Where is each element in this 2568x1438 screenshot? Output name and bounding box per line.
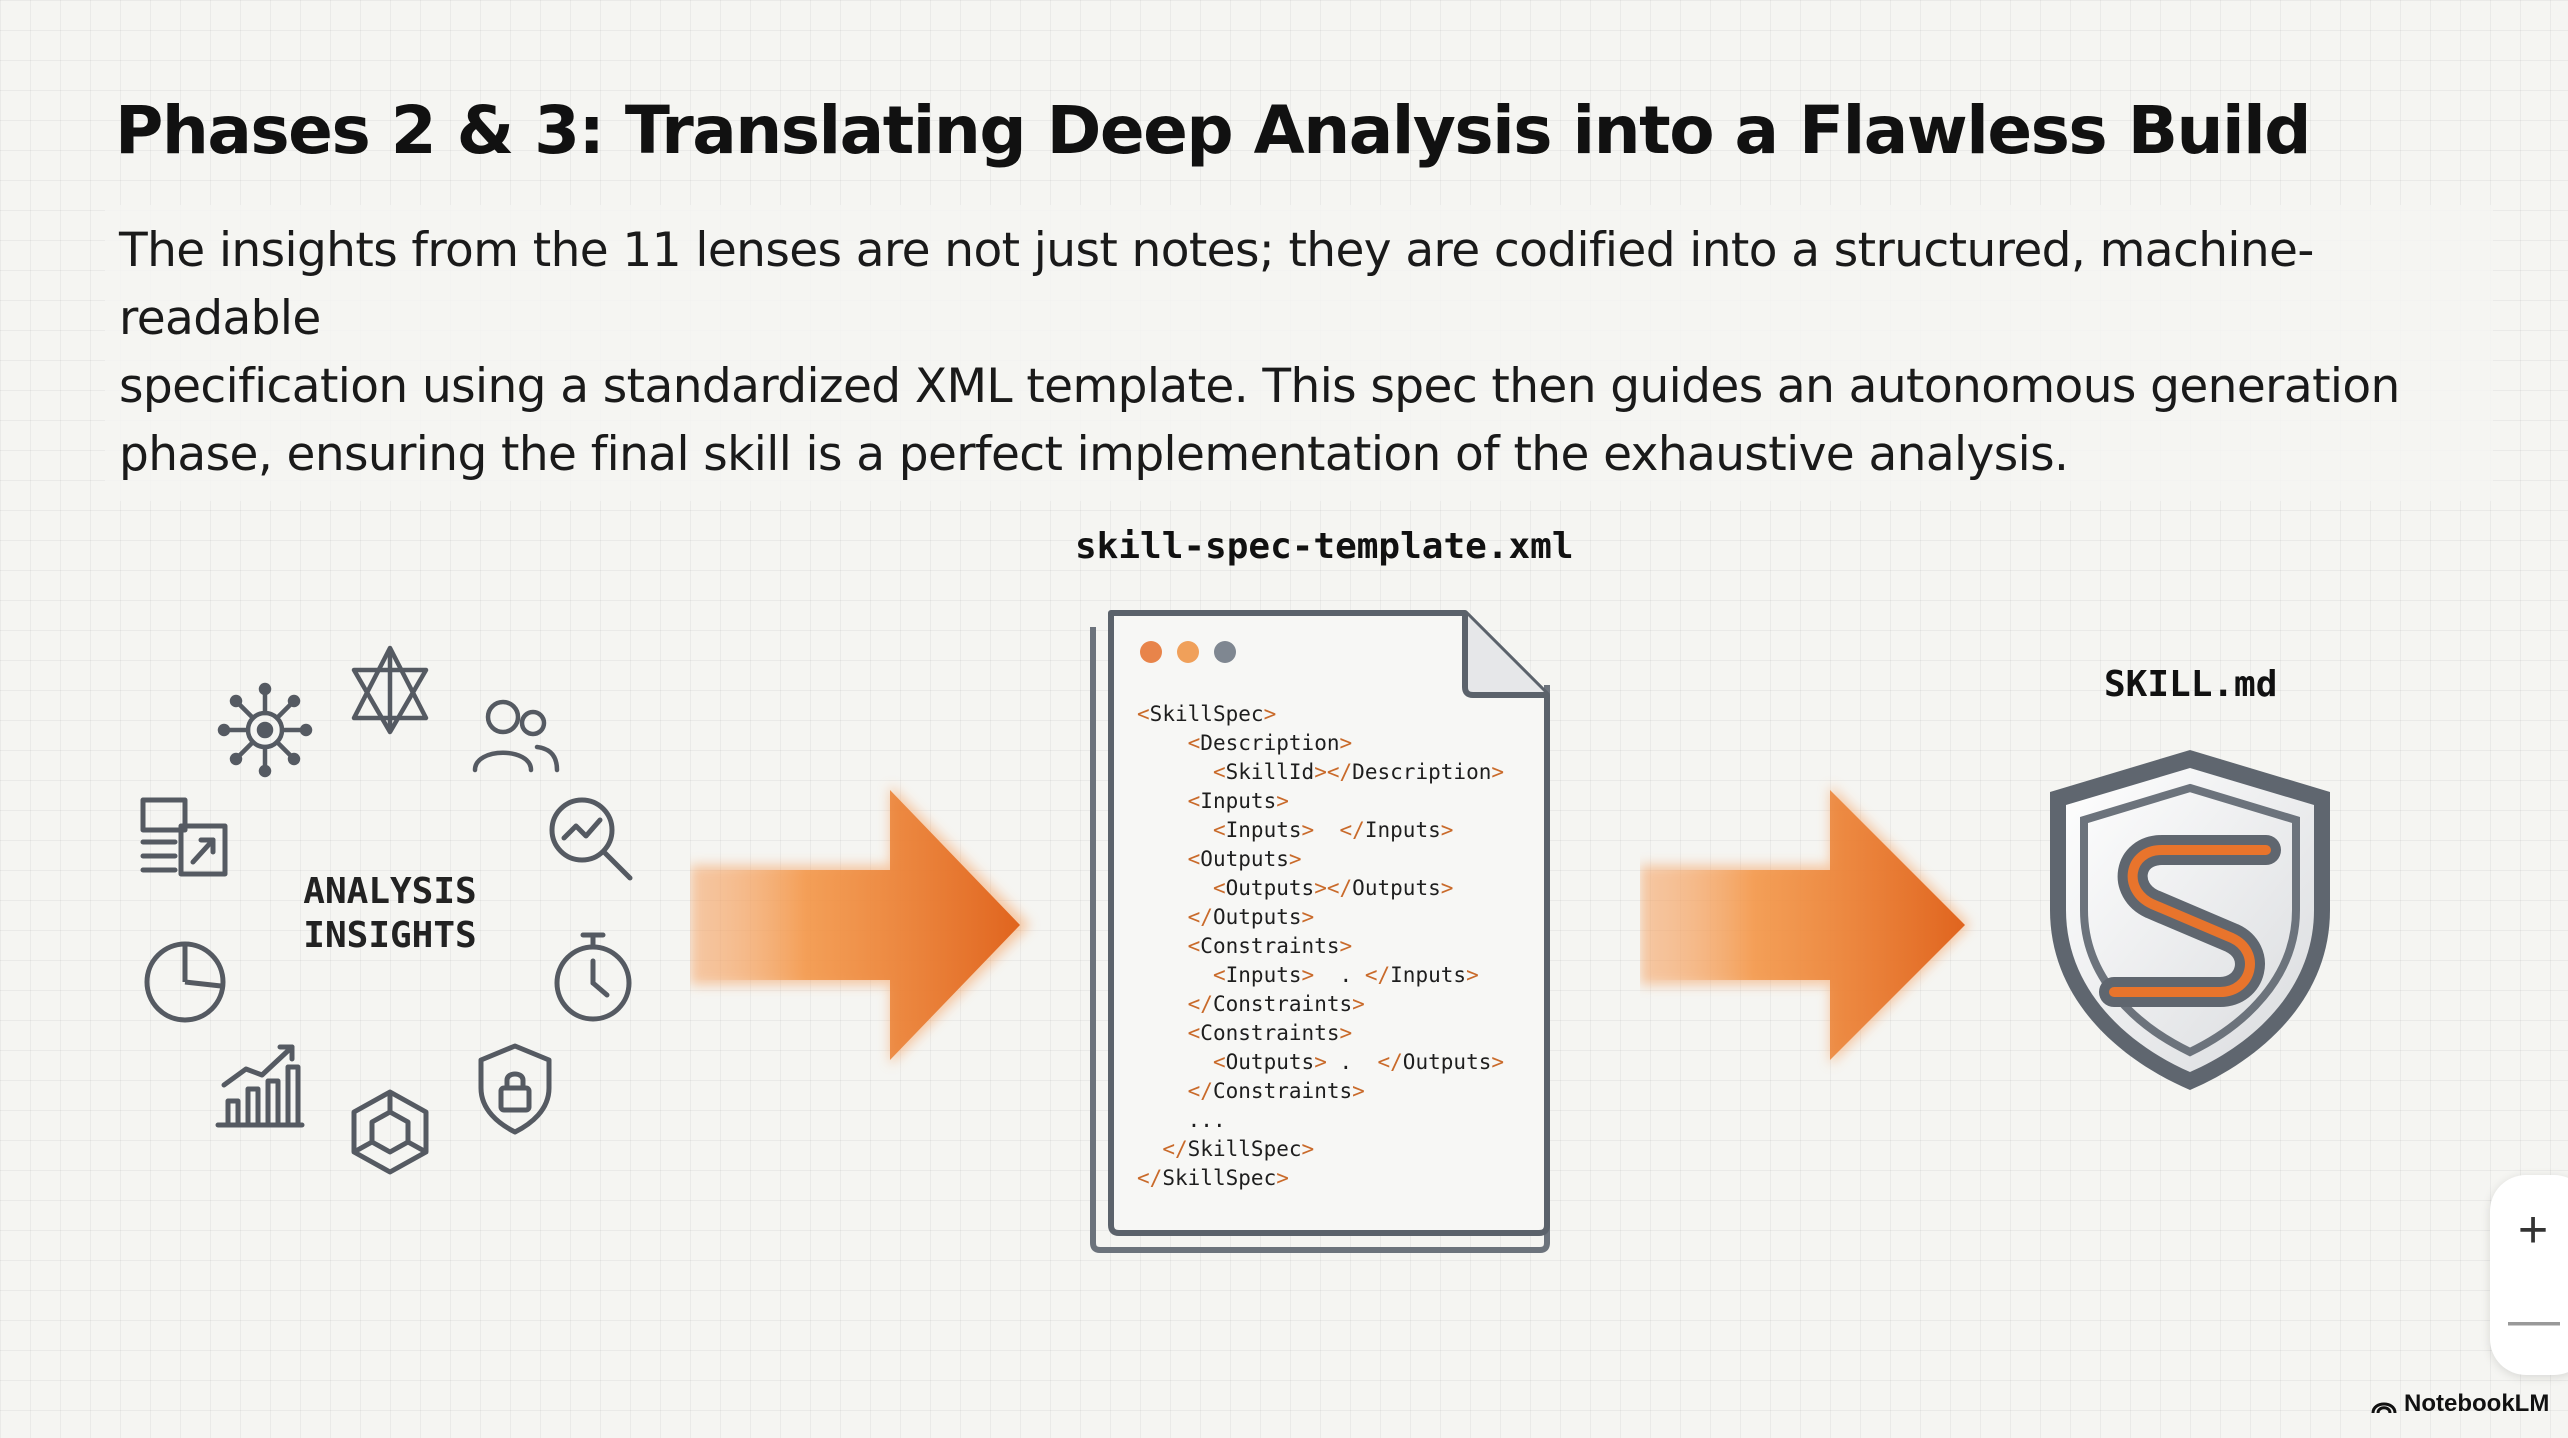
code-line: </Constraints> xyxy=(1187,1079,1365,1103)
window-dot-red xyxy=(1140,641,1162,663)
notebooklm-brand: NotebookLM xyxy=(2370,1390,2549,1418)
notebooklm-logo-icon xyxy=(2371,1402,2397,1414)
xml-template-document: <SkillSpec> <Description> <SkillId></Des… xyxy=(1085,605,1565,1255)
document-frame xyxy=(1090,610,1550,1253)
export-chart-icon xyxy=(135,790,235,890)
description-line: specification using a standardized XML t… xyxy=(119,359,2400,414)
analysis-insights-label: ANALYSIS INSIGHTS xyxy=(250,870,530,958)
slide-description: The insights from the 11 lenses are not … xyxy=(105,205,2493,501)
code-line: <Constraints> xyxy=(1187,1021,1353,1045)
window-dot-gray xyxy=(1214,641,1236,663)
window-dot-orange xyxy=(1177,641,1199,663)
star-triangle-icon xyxy=(340,640,440,740)
shield-s-logo-icon xyxy=(2050,750,2330,1090)
stopwatch-icon xyxy=(543,927,643,1027)
trend-magnifier-icon xyxy=(540,788,640,888)
code-line: <Description> xyxy=(1187,731,1353,755)
shield-lock-icon xyxy=(465,1038,565,1138)
code-line: </SkillSpec> xyxy=(1162,1137,1315,1161)
code-line: <SkillSpec> xyxy=(1137,702,1277,726)
code-line: <SkillId></Description> xyxy=(1212,760,1505,784)
code-line: </SkillSpec> xyxy=(1137,1166,1289,1190)
zoom-in-button[interactable]: + xyxy=(2517,1201,2549,1259)
code-line: <Constraints> xyxy=(1187,934,1353,958)
bar-chart-icon xyxy=(210,1035,310,1135)
analysis-label-line: ANALYSIS xyxy=(303,871,477,912)
description-line: phase, ensuring the final skill is a per… xyxy=(119,427,2069,482)
code-line: <Outputs> xyxy=(1187,847,1302,871)
zoom-control: + — xyxy=(2490,1175,2568,1375)
description-line: The insights from the 11 lenses are not … xyxy=(119,223,2314,346)
pie-chart-icon xyxy=(135,930,235,1030)
output-filename: SKILL.md xyxy=(2104,664,2278,705)
flow-arrow-1 xyxy=(690,785,1030,1065)
code-line: <Outputs> . </Outputs> xyxy=(1212,1050,1505,1074)
brand-label: NotebookLM xyxy=(2404,1390,2550,1417)
template-filename: skill-spec-template.xml xyxy=(1075,526,1574,567)
xml-code-block: <SkillSpec> <Description> <SkillId></Des… xyxy=(1137,700,1504,1193)
analysis-label-line: INSIGHTS xyxy=(303,915,477,956)
zoom-out-button[interactable]: — xyxy=(2508,1291,2560,1349)
code-line: <Outputs></Outputs> xyxy=(1212,876,1454,900)
flow-arrow-2 xyxy=(1640,785,1970,1065)
code-line: <Inputs> xyxy=(1187,789,1289,813)
users-icon xyxy=(465,685,565,785)
slide-title: Phases 2 & 3: Translating Deep Analysis … xyxy=(115,92,2311,169)
cube-icon xyxy=(340,1082,440,1182)
code-line: </Outputs> xyxy=(1187,905,1315,929)
code-line: </Constraints> xyxy=(1187,992,1365,1016)
code-line: <Inputs> . </Inputs> xyxy=(1212,963,1479,987)
network-hub-icon xyxy=(215,680,315,780)
code-line: ... xyxy=(1187,1108,1226,1132)
code-line: <Inputs> </Inputs> xyxy=(1212,818,1454,842)
